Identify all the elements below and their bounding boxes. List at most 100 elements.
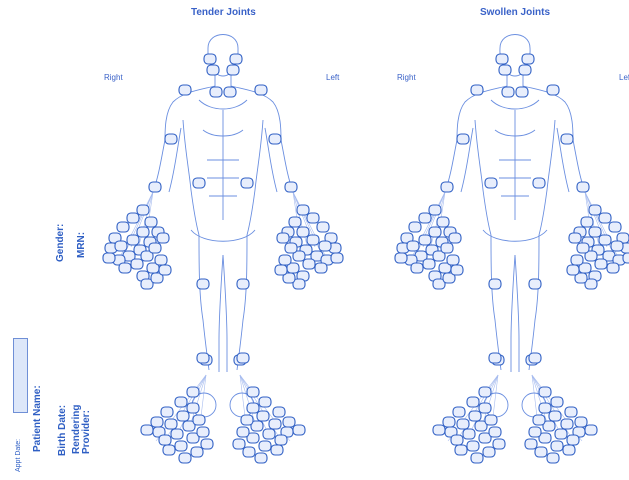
tender-joint-marker[interactable]: [331, 253, 343, 263]
swollen-joint-marker[interactable]: [485, 178, 497, 188]
swollen-joint-marker[interactable]: [499, 65, 511, 75]
tender-joint-marker[interactable]: [103, 253, 115, 263]
tender-joint-marker[interactable]: [307, 235, 319, 245]
tender-joint-marker[interactable]: [201, 439, 213, 449]
tender-joint-marker[interactable]: [237, 353, 249, 363]
swollen-joint-marker[interactable]: [529, 279, 541, 289]
tender-joint-marker[interactable]: [263, 429, 275, 439]
tender-joint-marker[interactable]: [279, 255, 291, 265]
tender-joint-marker[interactable]: [187, 387, 199, 397]
swollen-joint-marker[interactable]: [407, 241, 419, 251]
tender-joint-marker[interactable]: [241, 415, 253, 425]
tender-joint-marker[interactable]: [193, 415, 205, 425]
tender-joint-marker[interactable]: [119, 263, 131, 273]
swollen-joint-marker[interactable]: [561, 419, 573, 429]
swollen-joint-marker[interactable]: [595, 259, 607, 269]
tender-joint-marker[interactable]: [224, 87, 236, 97]
tender-joint-marker[interactable]: [179, 453, 191, 463]
swollen-joint-marker[interactable]: [395, 253, 407, 263]
swollen-joint-marker[interactable]: [479, 403, 491, 413]
tender-joint-marker[interactable]: [255, 85, 267, 95]
swollen-joint-marker[interactable]: [589, 227, 601, 237]
swollen-joint-marker[interactable]: [623, 253, 629, 263]
swollen-joint-marker[interactable]: [471, 453, 483, 463]
swollen-joint-marker[interactable]: [533, 415, 545, 425]
swollen-joint-marker[interactable]: [525, 439, 537, 449]
swollen-joint-marker[interactable]: [411, 263, 423, 273]
tender-joint-marker[interactable]: [285, 182, 297, 192]
tender-joint-marker[interactable]: [297, 205, 309, 215]
tender-joint-marker[interactable]: [159, 265, 171, 275]
tender-joint-marker[interactable]: [303, 259, 315, 269]
swollen-joint-marker[interactable]: [539, 387, 551, 397]
tender-joint-marker[interactable]: [247, 403, 259, 413]
tender-joint-marker[interactable]: [155, 255, 167, 265]
tender-joint-marker[interactable]: [315, 263, 327, 273]
tender-joint-marker[interactable]: [289, 217, 301, 227]
tender-joint-marker[interactable]: [127, 213, 139, 223]
swollen-joint-marker[interactable]: [561, 134, 573, 144]
swollen-joint-marker[interactable]: [549, 411, 561, 421]
appt-date-input[interactable]: [13, 338, 28, 413]
tender-joint-marker[interactable]: [179, 85, 191, 95]
swollen-joint-marker[interactable]: [429, 205, 441, 215]
swollen-joint-marker[interactable]: [516, 87, 528, 97]
swollen-joint-marker[interactable]: [551, 397, 563, 407]
tender-joint-marker[interactable]: [193, 178, 205, 188]
tender-joint-marker[interactable]: [197, 427, 209, 437]
swollen-joint-marker[interactable]: [433, 425, 445, 435]
swollen-joint-marker[interactable]: [467, 397, 479, 407]
swollen-joint-marker[interactable]: [437, 217, 449, 227]
swollen-joint-marker[interactable]: [496, 54, 508, 64]
swollen-joint-marker[interactable]: [555, 429, 567, 439]
tender-joint-marker[interactable]: [233, 439, 245, 449]
swollen-joint-marker[interactable]: [585, 425, 597, 435]
tender-joint-marker[interactable]: [137, 205, 149, 215]
tender-joint-marker[interactable]: [165, 134, 177, 144]
tender-joint-marker[interactable]: [204, 54, 216, 64]
swollen-joint-marker[interactable]: [471, 85, 483, 95]
tender-joint-marker[interactable]: [283, 417, 295, 427]
swollen-joint-marker[interactable]: [457, 419, 469, 429]
swollen-joint-marker[interactable]: [489, 427, 501, 437]
tender-joint-marker[interactable]: [285, 243, 297, 253]
tender-joint-marker[interactable]: [273, 407, 285, 417]
tender-joint-marker[interactable]: [275, 435, 287, 445]
tender-joint-marker[interactable]: [131, 259, 143, 269]
swollen-joint-marker[interactable]: [581, 217, 593, 227]
swollen-joint-marker[interactable]: [575, 417, 587, 427]
tender-joint-marker[interactable]: [317, 222, 329, 232]
tender-joint-marker[interactable]: [237, 279, 249, 289]
swollen-joint-marker[interactable]: [577, 243, 589, 253]
tender-joint-marker[interactable]: [207, 65, 219, 75]
tender-joint-marker[interactable]: [237, 427, 249, 437]
swollen-joint-marker[interactable]: [563, 445, 575, 455]
swollen-joint-marker[interactable]: [547, 453, 559, 463]
tender-joint-marker[interactable]: [297, 227, 309, 237]
swollen-joint-marker[interactable]: [485, 415, 497, 425]
swollen-joint-marker[interactable]: [529, 427, 541, 437]
tender-joint-marker[interactable]: [149, 243, 161, 253]
swollen-joint-marker[interactable]: [451, 265, 463, 275]
swollen-joint-marker[interactable]: [539, 403, 551, 413]
swollen-joint-marker[interactable]: [522, 54, 534, 64]
swollen-joint-marker[interactable]: [599, 213, 611, 223]
tender-joint-marker[interactable]: [257, 411, 269, 421]
tender-joint-marker[interactable]: [197, 279, 209, 289]
tender-joint-marker[interactable]: [137, 227, 149, 237]
swollen-joint-marker[interactable]: [409, 222, 421, 232]
tender-joint-marker[interactable]: [145, 217, 157, 227]
tender-joint-marker[interactable]: [271, 445, 283, 455]
tender-joint-marker[interactable]: [307, 213, 319, 223]
swollen-joint-markers[interactable]: [395, 54, 629, 463]
swollen-joint-marker[interactable]: [611, 241, 623, 251]
swollen-joint-marker[interactable]: [567, 435, 579, 445]
tender-joint-marker[interactable]: [241, 178, 253, 188]
tender-joint-marker[interactable]: [319, 241, 331, 251]
swollen-joint-marker[interactable]: [441, 243, 453, 253]
tender-joint-marker[interactable]: [157, 233, 169, 243]
tender-joint-marker[interactable]: [161, 407, 173, 417]
swollen-joint-marker[interactable]: [441, 182, 453, 192]
swollen-joint-marker[interactable]: [489, 279, 501, 289]
tender-joint-marker[interactable]: [191, 447, 203, 457]
